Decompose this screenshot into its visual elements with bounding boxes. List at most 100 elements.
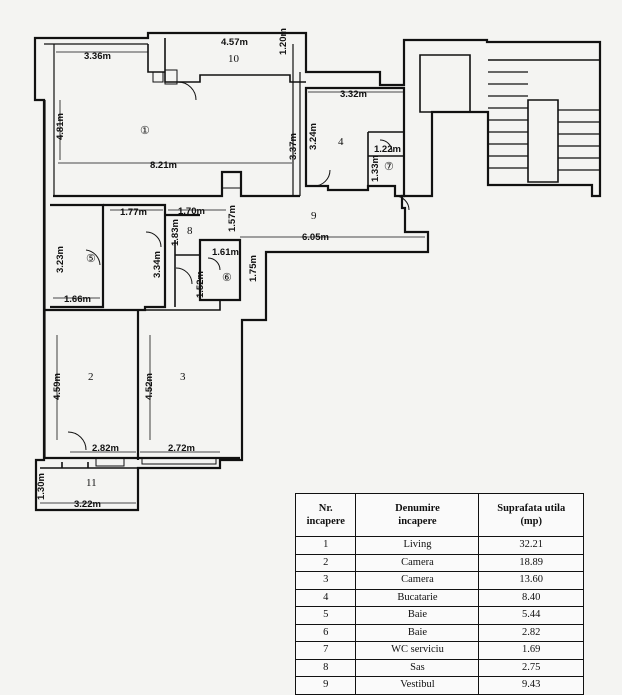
header-number-line1: Nr. (318, 503, 333, 514)
header-name-line1: Denumire (395, 503, 440, 514)
outer-wall-inner (44, 43, 301, 458)
cell-nr: 5 (294, 606, 357, 625)
room11-wall (40, 462, 138, 469)
room-number-2: 2 (88, 371, 94, 383)
cell-name: Living (355, 536, 480, 555)
dim-label: 1.77m (120, 207, 147, 218)
cell-name: Baie (355, 623, 480, 642)
living-wall (53, 170, 300, 198)
cell-nr: 1 (294, 536, 357, 555)
cell-area: 9.43 (478, 676, 584, 695)
cell-name: Vestibul (355, 676, 480, 695)
room-number-11: 11 (86, 477, 97, 489)
vestibule-wall (145, 240, 221, 311)
header-area-line1: Suprafata utila (497, 503, 566, 514)
cell-area: 2.75 (478, 658, 584, 677)
cell-area: 2.82 (478, 623, 584, 642)
cell-name: Camera (355, 553, 480, 572)
header-name: Denumire incapere (355, 493, 480, 537)
cell-area: 5.44 (478, 606, 584, 625)
stairs (488, 71, 600, 171)
dim-label: 3.32m (340, 89, 367, 100)
bedroom-wall (45, 308, 240, 460)
header-number: Nr. incapere (294, 493, 357, 537)
dim-label: 1.20m (278, 28, 289, 55)
dim-label: 3.37m (288, 133, 299, 160)
dim-label: 1.70m (178, 206, 205, 217)
dim-label: 1.83m (170, 219, 181, 246)
cell-nr: 4 (294, 588, 357, 607)
dim-label: 1.33m (370, 155, 381, 182)
cell-nr: 7 (294, 641, 357, 660)
outer-wall (33, 31, 602, 512)
room6-wall (198, 238, 242, 302)
cell-area: 8.40 (478, 588, 584, 607)
dim-label: 1.22m (374, 144, 401, 155)
dim-label: 4.57m (221, 37, 248, 48)
header-number-line2: incapere (306, 516, 345, 527)
dim-label: 3.24m (308, 123, 319, 150)
cell-area: 18.89 (478, 553, 584, 572)
room-number-6: ⑥ (222, 272, 232, 284)
dim-label: 3.23m (55, 246, 66, 273)
cell-name: Camera (355, 571, 480, 590)
dim-label: 1.61m (212, 247, 239, 258)
dim-label: 4.52m (144, 373, 155, 400)
dim-label: 3.34m (152, 251, 163, 278)
dim-label: 1.66m (64, 294, 91, 305)
cell-nr: 8 (294, 658, 357, 677)
room-number-3: 3 (180, 371, 186, 383)
cell-nr: 9 (294, 676, 357, 695)
kitchen-wall (304, 86, 406, 198)
wc-wall (367, 131, 404, 186)
dim-label: 1.75m (248, 255, 259, 282)
doors (67, 81, 410, 451)
room-number-5: ⑤ (86, 253, 96, 265)
header-area-line2: (mp) (520, 516, 543, 527)
cell-name: WC serviciu (355, 641, 480, 660)
table-header-row: Nr. incapere Denumire incapere Suprafata… (294, 493, 584, 537)
dim-label: 1.52m (195, 271, 206, 298)
room-area-table: Nr. incapere Denumire incapere Suprafata… (294, 493, 584, 695)
room-number-4: 4 (338, 136, 344, 148)
cell-area: 1.69 (478, 641, 584, 660)
room8-wall (103, 203, 200, 312)
room-number-1: ① (140, 125, 150, 137)
dim-label: 3.36m (84, 51, 111, 62)
cell-name: Sas (355, 658, 480, 677)
cell-area: 13.60 (478, 571, 584, 590)
cell-nr: 2 (294, 553, 357, 572)
dimension-lines (40, 51, 425, 504)
dim-label: 8.21m (150, 160, 177, 171)
dim-label: 2.82m (92, 443, 119, 454)
windows (95, 69, 242, 467)
dim-label: 2.72m (168, 443, 195, 454)
dim-label: 1.30m (36, 473, 47, 500)
dim-label: 4.81m (55, 113, 66, 140)
header-area: Suprafata utila (mp) (478, 493, 584, 537)
cell-name: Baie (355, 606, 480, 625)
room-number-8: 8 (187, 225, 193, 237)
dim-label: 3.22m (74, 499, 101, 510)
stairwell (419, 54, 600, 183)
header-name-line2: incapere (398, 516, 437, 527)
cell-name: Bucatarie (355, 588, 480, 607)
cell-nr: 3 (294, 571, 357, 590)
room-number-9: 9 (311, 210, 317, 222)
room5-wall (50, 203, 105, 309)
dim-label: 1.57m (227, 205, 238, 232)
room-number-7: ⑦ (384, 161, 394, 173)
cell-area: 32.21 (478, 536, 584, 555)
room-number-10: 10 (228, 53, 240, 65)
dim-label: 6.05m (302, 232, 329, 243)
cell-nr: 6 (294, 623, 357, 642)
